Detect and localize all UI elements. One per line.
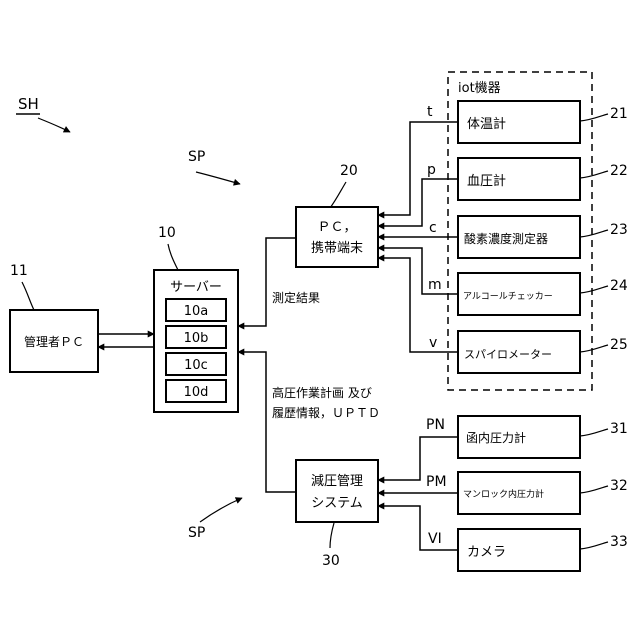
server-slot-label: 10c: [184, 358, 208, 373]
device-thermometer-leader: [580, 114, 608, 121]
device-spirometer-label: スパイロメーター: [464, 348, 552, 361]
device-oxygen-leader: [580, 230, 608, 237]
sp-top-label: SP: [188, 149, 205, 165]
signal-p-arrow: [378, 179, 458, 226]
signal-v-arrow: [378, 258, 458, 352]
server-slot-label: 10b: [184, 331, 209, 346]
decompression-line1: 減圧管理: [311, 473, 363, 489]
server-title: サーバー: [170, 280, 222, 295]
terminal-line1: ＰＣ，: [317, 220, 356, 235]
signal-vi-arrow: [378, 506, 458, 550]
device-camera-label: カメラ: [467, 545, 506, 560]
sh-label: SH: [18, 95, 39, 113]
signal-t-label: t: [427, 104, 433, 120]
signal-pm-label: PM: [426, 474, 447, 490]
device-blood-pressure-ref: 22: [610, 163, 628, 179]
server-leader: [168, 244, 178, 270]
decompression-leader: [330, 523, 334, 548]
device-alcohol-label: アルコールチェッカー: [463, 291, 553, 302]
device-camera-leader: [580, 542, 608, 549]
device-manlock-pressure-label: マンロック内圧力計: [463, 488, 544, 500]
sp-bottom-label: SP: [188, 525, 205, 541]
signal-vi-label: VI: [428, 531, 442, 547]
device-thermometer-ref: 21: [610, 106, 628, 122]
decompression-line2: システム: [311, 496, 363, 511]
device-blood-pressure-label: 血圧計: [467, 173, 506, 189]
server-slot-label: 10a: [184, 304, 209, 319]
terminal-box: [296, 207, 378, 267]
signal-c-label: c: [429, 220, 437, 236]
server-slot-label: 10d: [184, 385, 209, 400]
device-alcohol-ref: 24: [610, 278, 628, 294]
device-oxygen-label: 酸素濃度測定器: [464, 231, 548, 246]
device-camera-ref: 33: [610, 534, 628, 550]
device-chamber-pressure-leader: [580, 429, 608, 436]
sh-arrow: [38, 118, 70, 132]
measurement-flow-label: 測定結果: [272, 290, 320, 305]
signal-p-label: p: [427, 162, 436, 178]
decompression-ref: 30: [322, 553, 340, 569]
signal-m-arrow: [378, 248, 458, 294]
signal-pn-label: PN: [426, 417, 445, 433]
terminal-leader: [330, 182, 346, 208]
sp-bottom-arrow: [200, 498, 242, 522]
device-spirometer-leader: [580, 345, 608, 352]
admin-pc-leader: [22, 282, 34, 310]
decompression-box: [296, 460, 378, 522]
device-spirometer-ref: 25: [610, 337, 628, 353]
device-oxygen-ref: 23: [610, 222, 628, 238]
plan-flow-arrow: [238, 352, 296, 492]
admin-pc-ref: 11: [10, 263, 28, 279]
terminal-line2: 携帯端末: [311, 240, 363, 256]
server-ref: 10: [158, 225, 176, 241]
device-blood-pressure-leader: [580, 171, 608, 178]
device-manlock-pressure-ref: 32: [610, 478, 628, 494]
device-chamber-pressure-ref: 31: [610, 421, 628, 437]
terminal-ref: 20: [340, 163, 358, 179]
device-chamber-pressure-label: 函内圧力計: [466, 430, 526, 445]
iot-group-title: iot機器: [458, 81, 501, 96]
sp-top-arrow: [196, 172, 240, 184]
plan-flow-label-1: 高圧作業計画 及び: [272, 385, 372, 400]
signal-t-arrow: [378, 122, 458, 215]
device-thermometer-label: 体温計: [467, 116, 506, 132]
signal-v-label: v: [429, 335, 437, 351]
signal-m-label: m: [428, 277, 442, 293]
device-manlock-pressure-leader: [580, 486, 608, 493]
device-alcohol-leader: [580, 286, 608, 293]
measurement-flow-arrow: [238, 238, 296, 326]
admin-pc-text: 管理者ＰＣ: [24, 334, 84, 349]
plan-flow-label-2: 履歴情報，ＵＰＴＤ: [272, 406, 380, 420]
